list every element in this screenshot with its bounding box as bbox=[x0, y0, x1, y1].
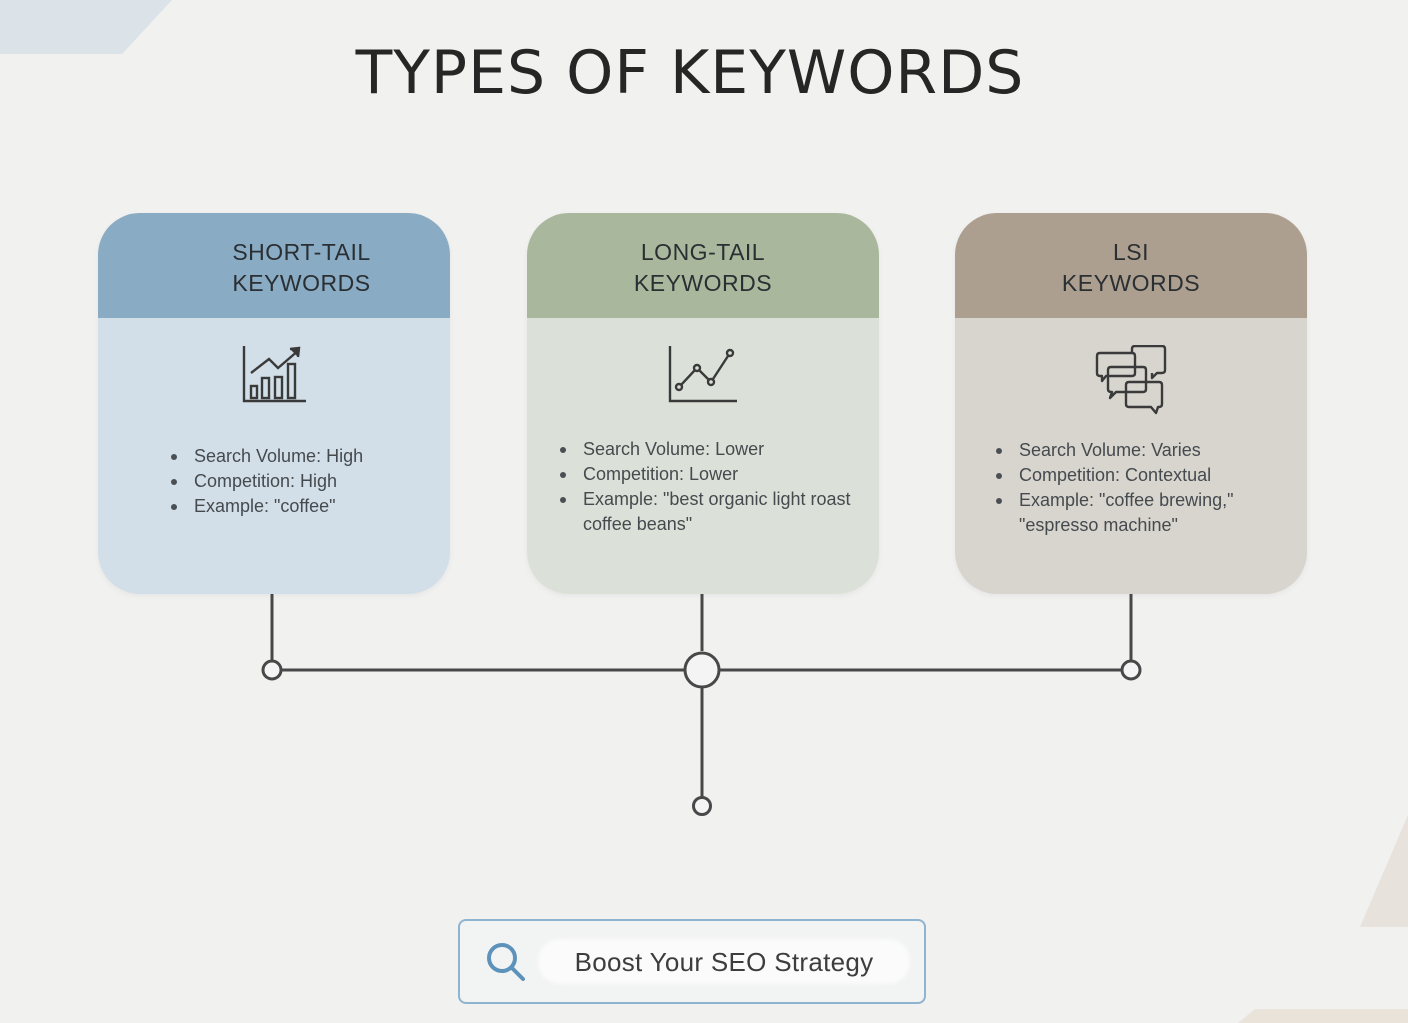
bar-chart-trend-icon bbox=[242, 346, 306, 403]
list-item: Search Volume: High bbox=[171, 444, 363, 469]
card-body: Search Volume: Varies Competition: Conte… bbox=[955, 318, 1307, 594]
search-cta-label: Boost Your SEO Strategy bbox=[574, 947, 874, 977]
list-item: Search Volume: Lower bbox=[560, 437, 879, 462]
card-details-list: Search Volume: Lower Competition: Lower … bbox=[560, 437, 879, 537]
list-item: Competition: Contextual bbox=[996, 463, 1246, 488]
search-text-highlight bbox=[538, 939, 910, 984]
card-details-list: Search Volume: Varies Competition: Conte… bbox=[996, 438, 1246, 538]
card-title-line1: LSI bbox=[1112, 238, 1150, 265]
card-title-line1: SHORT-TAIL bbox=[232, 238, 371, 265]
list-item: Example: "best organic light roast coffe… bbox=[560, 487, 879, 537]
search-cta-box[interactable]: Boost Your SEO Strategy bbox=[458, 919, 926, 1004]
decorative-corner-shape bbox=[1360, 815, 1408, 927]
line-chart-icon bbox=[668, 346, 737, 403]
search-icon bbox=[487, 943, 525, 981]
node-circle bbox=[692, 796, 712, 816]
card-body: Search Volume: Lower Competition: Lower … bbox=[527, 318, 879, 594]
list-item: Example: "coffee" bbox=[171, 494, 363, 519]
card-short-tail-keywords: SHORT-TAIL KEYWORDS Search Volume: High … bbox=[98, 213, 450, 594]
card-header: SHORT-TAIL KEYWORDS bbox=[98, 213, 450, 318]
card-title-line2: KEYWORDS bbox=[1061, 269, 1201, 296]
list-item: Example: "coffee brewing," "espresso mac… bbox=[996, 488, 1246, 538]
card-body: Search Volume: High Competition: High Ex… bbox=[98, 318, 450, 594]
page-title: TYPES OF KEYWORDS bbox=[355, 38, 1025, 108]
card-header: LSI KEYWORDS bbox=[955, 213, 1307, 318]
list-item: Competition: Lower bbox=[560, 462, 879, 487]
card-long-tail-keywords: LONG-TAIL KEYWORDS Search Volume: Lower … bbox=[527, 213, 879, 594]
card-header: LONG-TAIL KEYWORDS bbox=[527, 213, 879, 318]
decorative-corner-shape bbox=[1238, 1009, 1408, 1023]
card-title-line1: LONG-TAIL bbox=[640, 238, 766, 265]
card-details-list: Search Volume: High Competition: High Ex… bbox=[171, 444, 363, 519]
card-lsi-keywords: LSI KEYWORDS Search Volume: Varies Compe… bbox=[955, 213, 1307, 594]
node-circle-center bbox=[683, 651, 721, 689]
node-circle bbox=[261, 659, 283, 681]
chat-bubbles-icon bbox=[1095, 345, 1167, 415]
card-title-line2: KEYWORDS bbox=[633, 269, 773, 296]
node-circle bbox=[1120, 659, 1142, 681]
card-title-line2: KEYWORDS bbox=[232, 269, 371, 296]
list-item: Search Volume: Varies bbox=[996, 438, 1246, 463]
list-item: Competition: High bbox=[171, 469, 363, 494]
